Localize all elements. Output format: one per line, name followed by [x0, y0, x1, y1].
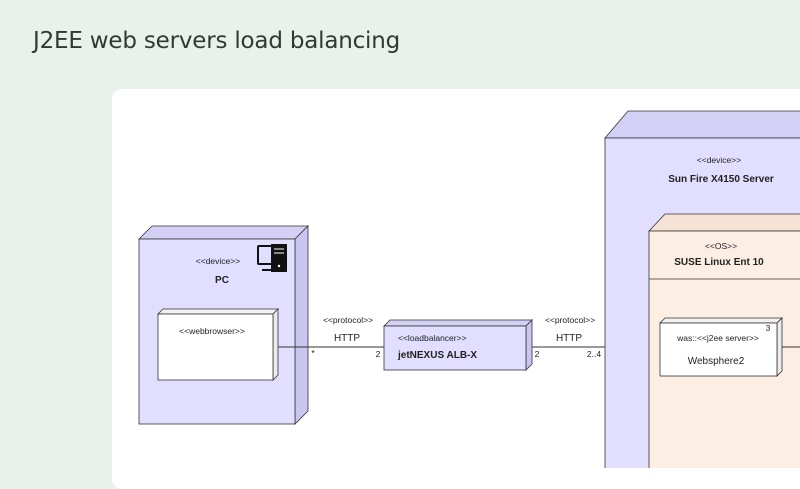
desktop-computer-icon: [257, 244, 287, 272]
websphere-stereotype: was::<<j2ee server>>: [676, 333, 759, 343]
page-title: J2EE web servers load balancing: [33, 28, 400, 54]
link2-stereotype: <<protocol>>: [545, 315, 595, 325]
link2-mult-right: 2..4: [587, 349, 601, 359]
server-stereotype: <<device>>: [697, 155, 741, 165]
loadbalancer-node[interactable]: <<loadbalancer>> jetNEXUS ALB-X: [383, 319, 533, 371]
link1-name: HTTP: [334, 333, 360, 344]
http-link-pc-lb[interactable]: <<protocol>> HTTP * 2: [278, 315, 384, 359]
websphere-multiplicity: 3: [766, 323, 771, 333]
link1-mult-right: 2: [376, 349, 381, 359]
os-stereotype: <<OS>>: [705, 241, 737, 251]
loadbalancer-stereotype: <<loadbalancer>>: [398, 333, 467, 343]
pc-name: PC: [215, 275, 229, 286]
websphere-node[interactable]: was::<<j2ee server>> Websphere2 3: [659, 317, 800, 377]
websphere-name: Websphere2: [688, 356, 745, 367]
link1-stereotype: <<protocol>>: [323, 315, 373, 325]
webbrowser-stereotype: <<webbrowser>>: [179, 326, 245, 336]
pc-stereotype: <<device>>: [196, 256, 240, 266]
webbrowser-node[interactable]: <<webbrowser>>: [157, 308, 279, 381]
link2-mult-left: 2: [535, 349, 540, 359]
deployment-diagram: <<device>> PC <<webbrowser>> <<protocol>…: [138, 110, 800, 468]
link1-mult-left: *: [311, 348, 315, 358]
os-name: SUSE Linux Ent 10: [674, 257, 764, 268]
server-name: Sun Fire X4150 Server: [668, 174, 774, 185]
loadbalancer-name: jetNEXUS ALB-X: [397, 350, 477, 361]
link2-name: HTTP: [556, 333, 582, 344]
